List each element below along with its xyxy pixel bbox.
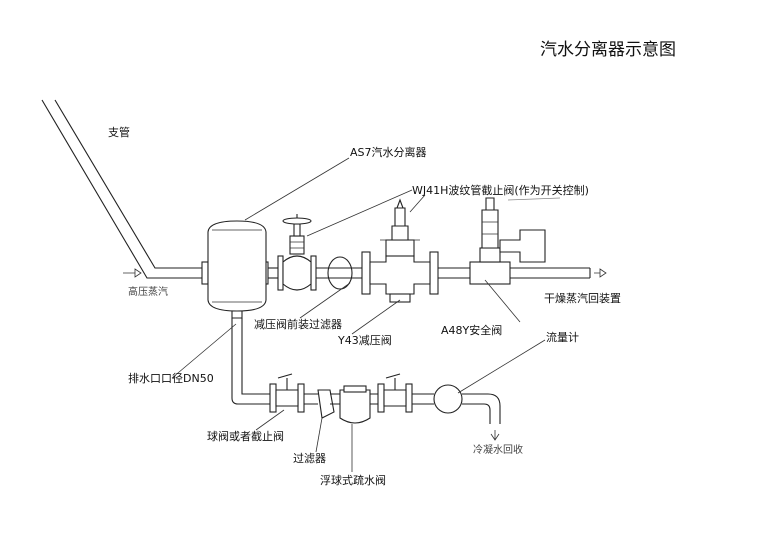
branch-pipe xyxy=(41,99,203,279)
label-condensate-return: 冷凝水回收 xyxy=(473,445,523,456)
label-branch-pipe: 支管 xyxy=(108,126,130,139)
ball-valve-1 xyxy=(269,373,305,413)
dry-steam-arrow xyxy=(594,268,607,278)
hp-steam-arrow xyxy=(123,268,142,278)
label-strainer: 过滤器 xyxy=(293,452,326,465)
pre-reducing-strainer xyxy=(327,256,353,290)
label-flowmeter: 流量计 xyxy=(546,331,579,344)
float-trap xyxy=(330,385,378,424)
flowmeter xyxy=(412,384,501,424)
separator-body xyxy=(201,220,269,319)
label-hp-steam: 高压蒸汽 xyxy=(128,287,168,298)
label-float-trap: 浮球式疏水阀 xyxy=(320,474,386,487)
leader-lines xyxy=(171,157,546,472)
ball-valve-2 xyxy=(377,373,413,413)
drain-line xyxy=(231,318,270,405)
condensate-arrow xyxy=(490,430,500,441)
y-strainer xyxy=(304,389,335,419)
label-separator: AS7汽水分离器 xyxy=(350,146,427,159)
safety-valve xyxy=(469,197,561,285)
label-safety-valve: A48Y安全阀 xyxy=(441,324,503,337)
label-dry-steam-return: 干燥蒸汽回装置 xyxy=(544,292,621,305)
label-drain-outlet: 排水口口径DN50 xyxy=(128,372,214,385)
main-steam-pipe xyxy=(268,267,591,279)
label-pre-filter: 减压阀前装过滤器 xyxy=(254,318,342,331)
bellows-globe-valve xyxy=(277,214,317,291)
pressure-reducing-valve xyxy=(361,198,439,303)
diagram-title: 汽水分离器示意图 xyxy=(540,40,676,60)
label-bellows-valve: WJ41H波纹管截止阀(作为开关控制) xyxy=(412,184,589,197)
label-ball-or-globe-valve: 球阀或者截止阀 xyxy=(207,430,284,443)
label-reducing-valve: Y43减压阀 xyxy=(338,334,392,347)
